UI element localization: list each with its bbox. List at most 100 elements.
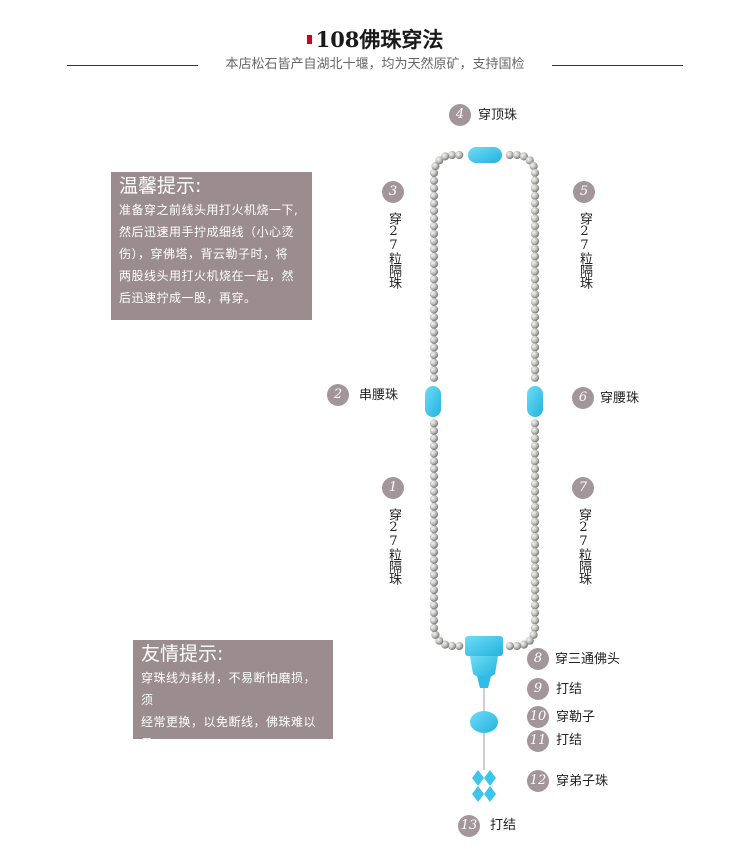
spacer-bead — [429, 350, 439, 360]
step-label-1: 穿27粒隔珠 — [386, 508, 401, 584]
spacer-bead — [530, 206, 540, 215]
tip-line: 经常更换，以免断线，佛珠难以寻 — [141, 715, 317, 751]
spacer-bead — [525, 636, 534, 645]
spacer-bead — [530, 290, 540, 299]
spacer-bead — [530, 510, 540, 519]
spacer-bead — [525, 156, 534, 165]
spacer-bead — [429, 479, 439, 488]
spacer-bead — [429, 206, 439, 215]
spacer-bead — [530, 555, 540, 564]
tip-box-warm: 温馨提示: 准备穿之前线头用打火机烧一下, 然后迅速用手拧成细线（小心烫 伤），… — [111, 172, 312, 320]
step-label-13: 打结 — [490, 818, 517, 833]
page-subtitle: 本店松石皆产自湖北十堰，均为天然原矿，支持国检 — [225, 57, 525, 72]
top-bead — [468, 147, 502, 163]
spacer-bead — [429, 570, 439, 580]
spacer-bead — [530, 305, 540, 314]
spacer-bead — [429, 532, 439, 542]
title-red-mark — [306, 35, 312, 44]
spacer-bead — [530, 199, 540, 208]
spacer-bead — [530, 586, 540, 595]
divider-right — [552, 65, 683, 66]
tip-line: 两股线头用打火机烧在一起，然 — [119, 269, 295, 283]
spacer-bead — [429, 282, 439, 291]
spacer-bead — [530, 350, 540, 360]
tip-line: 准备穿之前线头用打火机烧一下, — [119, 203, 299, 217]
step-label-11: 打结 — [556, 733, 583, 748]
spacer-bead — [530, 282, 540, 291]
spacer-bead — [429, 259, 439, 269]
page-title: 108佛珠穿法 — [0, 24, 750, 54]
spacer-bead — [530, 441, 540, 451]
spacer-bead — [429, 578, 439, 587]
step-badge-7: 7 — [572, 477, 594, 499]
spacer-bead — [530, 502, 540, 511]
spacer-bead — [530, 608, 540, 617]
spacer-bead — [530, 449, 540, 458]
spacer-bead — [530, 176, 540, 185]
step-label-10: 穿勒子 — [556, 710, 596, 725]
spacer-bead — [530, 328, 540, 337]
spacer-bead — [429, 343, 439, 352]
spacer-bead — [530, 593, 540, 602]
spacer-bead — [530, 563, 540, 572]
spacer-bead — [429, 313, 439, 322]
spacer-bead — [429, 464, 439, 473]
step-badge-6: 6 — [572, 387, 594, 409]
subtitle-row: 本店松石皆产自湖北十堰，均为天然原矿，支持国检 — [67, 56, 683, 74]
spacer-bead — [530, 479, 540, 488]
spacer-bead — [429, 441, 439, 451]
spacer-bead — [429, 593, 439, 602]
spacer-bead — [447, 150, 457, 160]
spacer-bead — [530, 229, 540, 238]
spacer-bead — [431, 162, 440, 171]
bead-strand — [429, 150, 540, 651]
step-badge-4: 4 — [449, 104, 471, 126]
spacer-bead — [429, 563, 439, 572]
spacer-bead — [530, 373, 540, 382]
spacer-bead — [429, 616, 439, 625]
step-label-9: 打结 — [556, 682, 583, 697]
step-badge-1: 1 — [382, 477, 404, 499]
spacer-bead — [431, 630, 440, 640]
spacer-bead — [530, 184, 540, 193]
spacer-bead — [530, 616, 540, 625]
spacer-bead — [530, 267, 540, 276]
spacer-bead — [429, 540, 439, 549]
spacer-bead — [429, 275, 439, 284]
spacer-bead — [429, 184, 439, 193]
spacer-bead — [530, 570, 540, 580]
spacer-bead — [429, 199, 439, 208]
spacer-bead — [530, 320, 540, 329]
spacer-bead — [429, 358, 439, 367]
spacer-bead — [519, 152, 529, 161]
tip-body: 穿珠线为耗材，不易断怕磨损，须 经常更换，以免断线，佛珠难以寻 找。 — [133, 665, 333, 777]
spacer-bead — [429, 244, 439, 253]
tip-line: 穿珠线为耗材，不易断怕磨损，须 — [141, 671, 317, 707]
step-badge-10: 10 — [527, 706, 549, 728]
spacer-bead — [530, 457, 540, 466]
spacer-bead — [530, 275, 540, 284]
spacer-bead — [429, 290, 439, 299]
spacer-bead — [429, 320, 439, 329]
spacer-bead — [530, 548, 540, 557]
tip-line: 然后迅速用手拧成细线（小心烫 — [119, 225, 295, 239]
step-label-5: 穿27粒隔珠 — [577, 212, 592, 288]
spacer-bead — [530, 487, 540, 496]
spacer-bead — [429, 623, 439, 633]
spacer-bead — [455, 150, 464, 160]
spacer-bead — [530, 623, 540, 633]
waist-bead-right — [527, 386, 543, 417]
spacer-bead — [429, 426, 439, 435]
spacer-bead — [530, 419, 540, 428]
step-label-12: 穿弟子珠 — [556, 774, 609, 789]
spacer-bead — [530, 366, 540, 375]
spacer-bead — [429, 548, 439, 557]
spacer-bead — [429, 373, 439, 382]
spacer-bead — [429, 555, 439, 564]
spacer-bead — [429, 601, 439, 610]
spacer-bead — [429, 297, 439, 306]
step-label-6: 穿腰珠 — [600, 391, 640, 406]
spacer-bead — [429, 229, 439, 238]
spacer-bead — [429, 525, 439, 534]
